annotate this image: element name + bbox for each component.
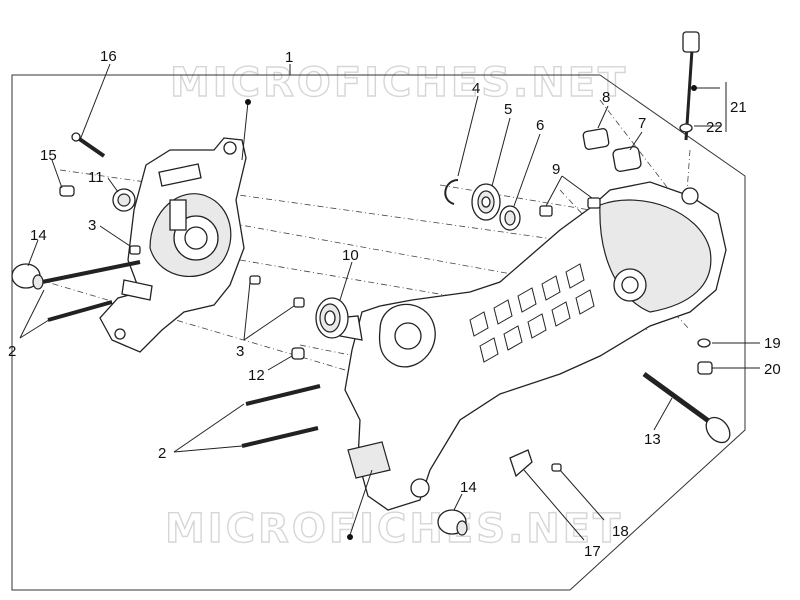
callout-labels: 1 2 2 3 3 4 5 6 7 8 9 10 11 12 13 14 14 … <box>8 48 781 560</box>
crankcase-rib <box>469 311 489 337</box>
oil-seal-11 <box>112 188 136 212</box>
crankcase-rib <box>503 325 523 351</box>
leader-lines <box>19 63 760 541</box>
callout-9: 9 <box>552 161 560 178</box>
crankcase-rib <box>493 299 513 325</box>
bearing-5 <box>471 183 501 221</box>
crankcase-rib <box>551 301 571 327</box>
crankcase-ribs <box>469 263 595 363</box>
callout-3: 3 <box>236 343 244 360</box>
callout-21: 21 <box>730 99 747 116</box>
bushing-12 <box>291 347 305 360</box>
washer-19 <box>697 338 711 348</box>
reference-dot <box>347 534 353 540</box>
dowels-3 <box>129 245 305 308</box>
callout-22: 22 <box>706 119 723 136</box>
callout-13: 13 <box>644 431 661 448</box>
crankcase-rib <box>541 275 561 301</box>
callout-16: 16 <box>100 48 117 65</box>
plug-20 <box>697 361 713 375</box>
callout-1: 1 <box>285 49 293 66</box>
callout-18: 18 <box>612 523 629 540</box>
callout-2: 2 <box>8 343 16 360</box>
callout-12: 12 <box>248 367 265 384</box>
crankcase-rib <box>527 313 547 339</box>
silent-block-14-left <box>11 263 44 290</box>
screw-18 <box>551 463 562 472</box>
bushing-8 <box>582 128 610 150</box>
main-crankcase-half <box>335 181 727 511</box>
studs-2 <box>41 260 321 448</box>
left-crankcase-half <box>99 137 247 353</box>
callout-14: 14 <box>30 227 47 244</box>
callout-7: 7 <box>638 115 646 132</box>
callout-17: 17 <box>584 543 601 560</box>
o-ring-22 <box>679 123 693 133</box>
callout-19: 19 <box>764 335 781 352</box>
callout-3: 3 <box>88 217 96 234</box>
crankcase-rib <box>517 287 537 313</box>
oil-seal-6 <box>499 205 521 231</box>
screw-16 <box>71 132 106 158</box>
callout-15: 15 <box>40 147 57 164</box>
plate-17 <box>509 449 533 478</box>
pin-15 <box>59 185 75 197</box>
callout-8: 8 <box>602 89 610 106</box>
crankcase-rib <box>575 289 595 315</box>
reference-dot <box>245 99 251 105</box>
shaft-13 <box>642 371 731 444</box>
callout-10: 10 <box>342 247 359 264</box>
callout-5: 5 <box>504 101 512 118</box>
bushing-7 <box>612 146 642 172</box>
callout-6: 6 <box>536 117 544 134</box>
silent-block-14-bottom <box>437 509 468 536</box>
callout-4: 4 <box>472 80 480 97</box>
callout-20: 20 <box>764 361 781 378</box>
circlip-4 <box>444 179 459 205</box>
callout-2: 2 <box>158 445 166 462</box>
assembly-frame <box>11 74 746 591</box>
crankcase-rib <box>565 263 585 289</box>
watermark-top: MICROFICHES.NET <box>170 60 628 106</box>
callout-14: 14 <box>460 479 477 496</box>
watermark-bottom: MICROFICHES.NET <box>165 506 623 552</box>
callout-11: 11 <box>88 169 104 186</box>
reference-dot <box>691 85 697 91</box>
crankcase-rib <box>479 337 499 363</box>
bearing-10 <box>315 297 349 339</box>
